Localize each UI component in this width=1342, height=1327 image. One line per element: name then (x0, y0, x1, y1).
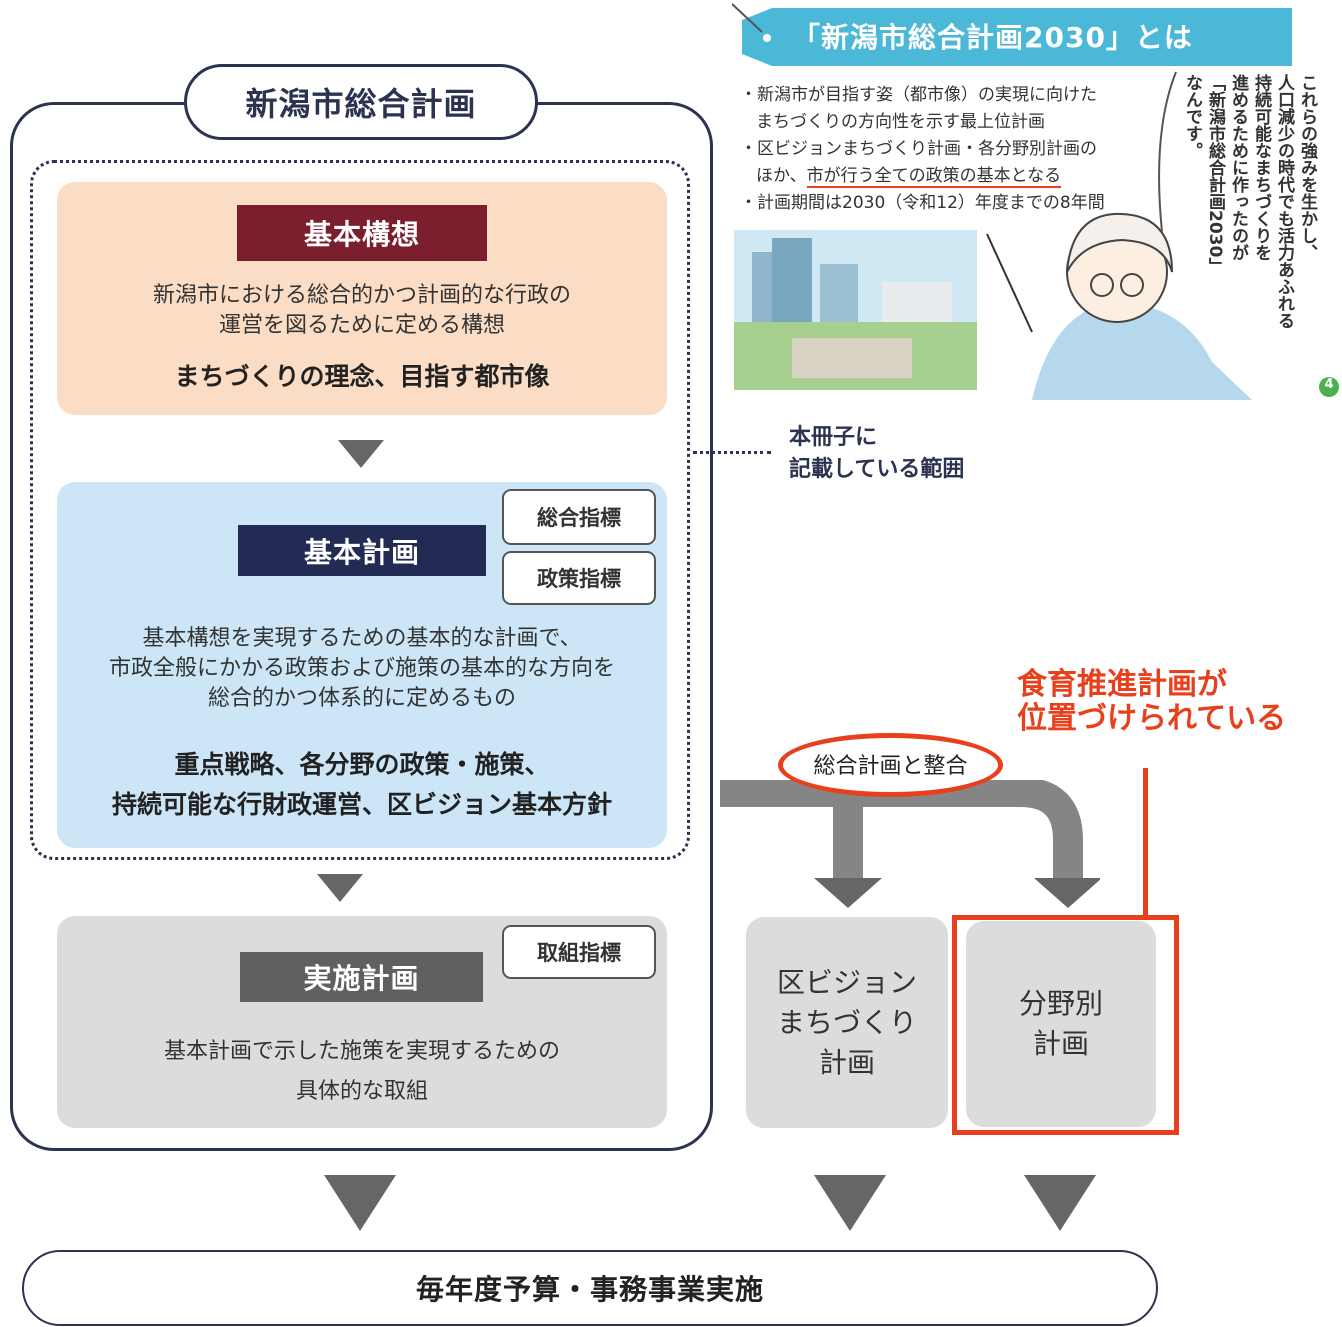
field-plan-box: 分野別 計画 (966, 921, 1156, 1127)
field-plan-line: 計画 (1032, 1027, 1089, 1060)
flow-branch (833, 792, 863, 882)
food-education-annotation-line: 位置づけられている (1017, 701, 1287, 736)
ward-vision-plan-line: 区ビジョン (776, 965, 917, 999)
inset-underlined-text: 市が行う全ての政策の基本となる (806, 166, 1062, 188)
down-arrow-icon (324, 1175, 396, 1231)
basic-plan-content: 重点戦略、各分野の政策・施策、 持続可能な行財政運営、区ビジョン基本方針 (57, 745, 667, 825)
ward-vision-plan-line: 計画 (818, 1045, 875, 1079)
inset-infographic: 「新潟市総合計画2030」とは ・新潟市が目指す姿（都市像）の実現に向けた まち… (732, 2, 1342, 400)
pointer-stick (986, 233, 1033, 333)
down-arrow-icon (814, 878, 882, 908)
implementation-plan-description-line: 基本計画で示した施策を実現するための (163, 1039, 560, 1064)
master-plan-title: 新潟市総合計画 (184, 64, 538, 140)
basic-plan-description-line: 総合的かつ体系的に定めるもの (207, 686, 516, 711)
down-arrow-icon (338, 440, 384, 468)
basic-concept-description-line: 運営を図るために定める構想 (218, 313, 505, 338)
action-indicator-badge: 取組指標 (502, 925, 656, 979)
speech-column: 持続可能なまちづくりを (1251, 74, 1271, 261)
round-building (882, 282, 952, 326)
booklet-range-note-line: 記載している範囲 (789, 457, 965, 482)
budget-arrows (324, 1175, 1096, 1231)
consistency-flow-arrows (720, 780, 1100, 908)
basic-concept-description: 新潟市における総合的かつ計画的な行政の 運営を図るために定める構想 (57, 281, 667, 341)
inset-bullet-line: ・区ビジョンまちづくり計画・各分野別計画の (740, 139, 1097, 159)
field-plan-highlight-frame (952, 915, 1179, 1135)
speech-bubble-line (1158, 71, 1177, 233)
basic-plan-label: 基本計画 (238, 525, 486, 576)
speech-bubble-text: これらの強みを生かし、 人口減少の時代でも活力あふれる 持続可能なまちづくりを … (1180, 74, 1318, 374)
tower-building (772, 238, 812, 334)
booklet-range-note: 本冊子に 記載している範囲 (789, 422, 964, 486)
page-number: 4 (1324, 377, 1334, 392)
ward-vision-plan-line: まちづくり (776, 1005, 917, 1039)
flow-pipe (720, 780, 1083, 880)
speech-column: これらの強みを生かし、 (1297, 74, 1317, 261)
consistency-highlight-ellipse (778, 733, 1003, 797)
implementation-plan-label: 実施計画 (240, 952, 483, 1002)
speech-column: 進めるために作ったのが (1228, 74, 1248, 261)
page-number-badge (1319, 377, 1339, 397)
policy-indicator-badge: 政策指標 (502, 551, 656, 605)
teacher-body (1032, 302, 1252, 400)
basic-plan-content-line: 持続可能な行財政運営、区ビジョン基本方針 (111, 790, 612, 819)
glasses-icon (1120, 273, 1144, 297)
speech-column: 「新潟市総合計画2030」 (1205, 74, 1225, 275)
down-arrow-icon (814, 1175, 886, 1231)
range-connector-line (693, 451, 771, 454)
overall-indicator-badge: 総合指標 (502, 489, 656, 545)
annotation-pointer-line (1143, 768, 1148, 918)
down-arrow-icon (317, 874, 363, 902)
inset-background (732, 3, 1339, 400)
basic-concept-description-line: 新潟市における総合的かつ計画的な行政の (152, 283, 571, 308)
field-plan-line: 分野別 (1018, 987, 1103, 1020)
inset-bullet-line: ・新潟市が目指す姿（都市像）の実現に向けた (740, 85, 1097, 105)
basic-plan-description-line: 市政全般にかかる政策および施策の基本的な方向を (108, 656, 615, 681)
annual-budget-box: 毎年度予算・事務事業実施 (22, 1250, 1158, 1326)
inset-bullet-line: ・計画期間は2030（令和12）年度までの8年間 (740, 193, 1105, 213)
down-arrow-icon (1034, 878, 1100, 908)
ward-vision-plan-box: 区ビジョン まちづくり 計画 (746, 917, 948, 1128)
inset-bullet-line: まちづくりの方向性を示す最上位計画 (756, 112, 1045, 132)
food-education-annotation: 食育推進計画が 位置づけられている (1017, 668, 1317, 736)
speech-column: なんです。 (1182, 74, 1202, 159)
inset-title: 「新潟市総合計画2030」とは (792, 21, 1193, 54)
food-education-annotation-line: 食育推進計画が (1017, 667, 1227, 702)
basic-concept-content: まちづくりの理念、目指す都市像 (174, 362, 550, 391)
tower-building (820, 264, 858, 326)
hanging-string (732, 3, 763, 33)
basic-concept-label: 基本構想 (237, 205, 487, 261)
inset-bullet-prefix: ほか、 (756, 166, 807, 186)
down-arrow-icon (1024, 1175, 1096, 1231)
teacher-hair (1066, 212, 1173, 273)
booklet-range-note-line: 本冊子に (789, 425, 878, 450)
pin-hole-icon (763, 34, 771, 42)
inset-title-banner (742, 8, 1292, 66)
inset-bullet-line: ほか、市が行う全ての政策の基本となる (740, 163, 1160, 190)
inset-bullets: ・新潟市が目指す姿（都市像）の実現に向けた まちづくりの方向性を示す最上位計画 … (740, 82, 1160, 217)
implementation-plan-description-line: 具体的な取組 (295, 1079, 428, 1104)
speech-column: 人口減少の時代でも活力あふれる (1274, 74, 1294, 329)
booklet-range-frame (30, 160, 690, 860)
consistency-label: 総合計画と整合 (813, 754, 968, 779)
basic-plan-content-line: 重点戦略、各分野の政策・施策、 (174, 750, 550, 779)
implementation-plan-description: 基本計画で示した施策を実現するための 具体的な取組 (57, 1032, 667, 1112)
basic-plan-description: 基本構想を実現するための基本的な計画で、 市政全般にかかる政策および施策の基本的… (57, 624, 667, 714)
plaza-area (792, 338, 912, 378)
basic-plan-description-line: 基本構想を実現するための基本的な計画で、 (142, 626, 582, 651)
glasses-icon (1090, 273, 1114, 297)
